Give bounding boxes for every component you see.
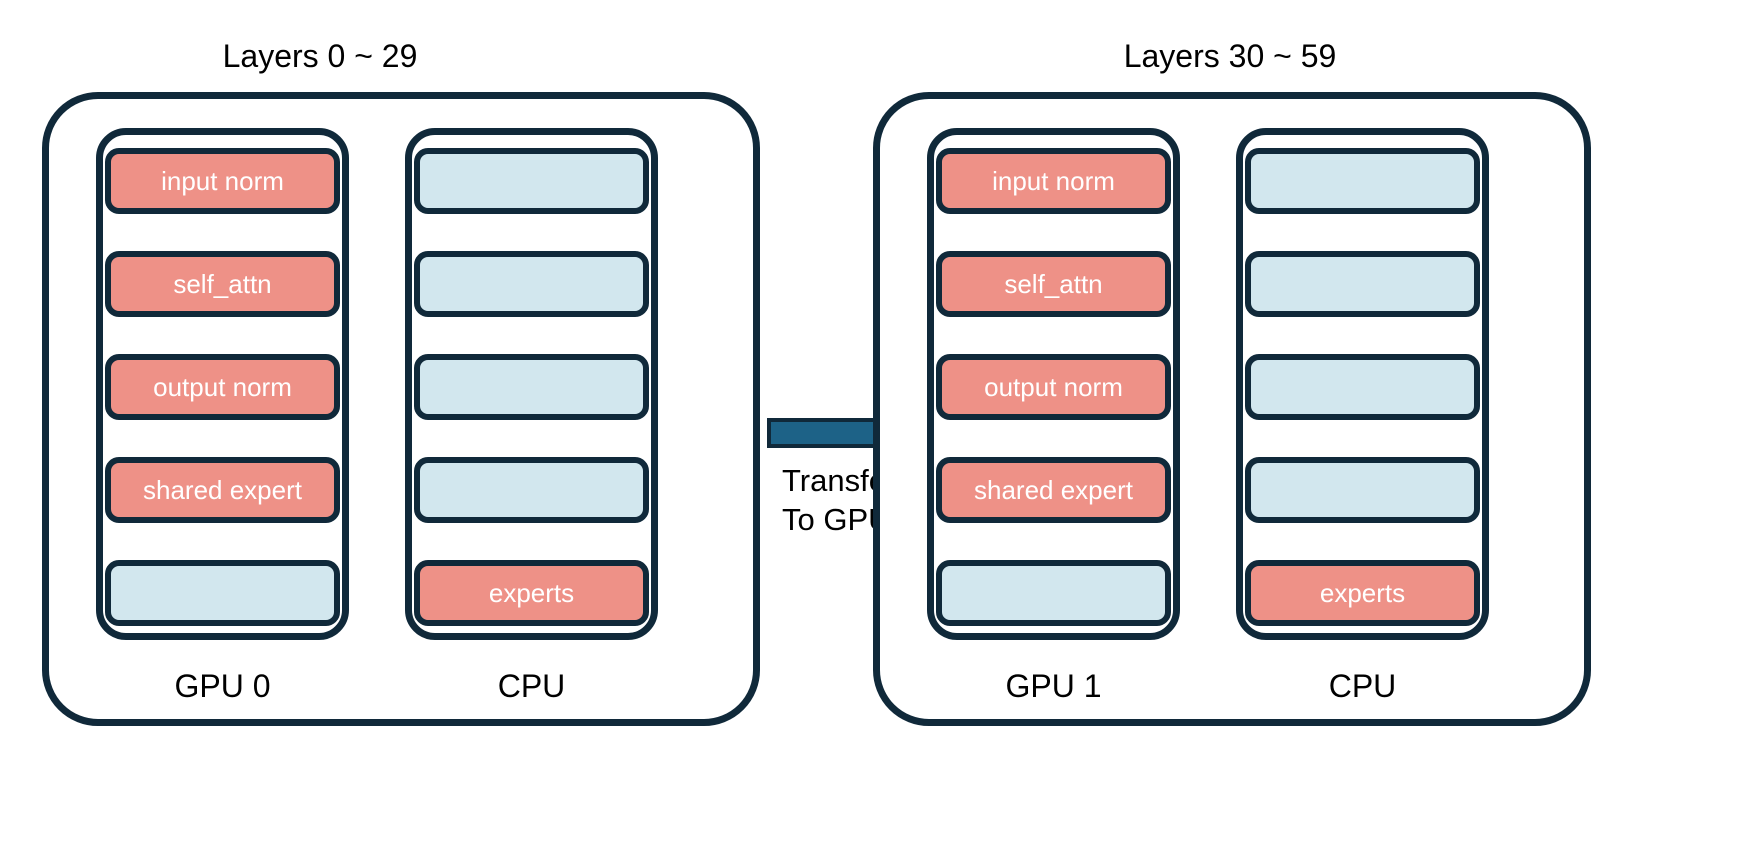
- block-input-norm-gpu1[interactable]: input norm: [936, 148, 1171, 214]
- block-cpu1-slot-1[interactable]: [1245, 148, 1480, 214]
- block-experts-cpu0[interactable]: experts: [414, 560, 649, 626]
- block-shared-expert-gpu0[interactable]: shared expert: [105, 457, 340, 523]
- unit-label-cpu-1: CPU: [1328, 668, 1397, 704]
- block-experts-cpu1[interactable]: experts: [1245, 560, 1480, 626]
- block-cpu0-slot-2[interactable]: [414, 251, 649, 317]
- block-input-norm-gpu0[interactable]: input norm: [105, 148, 340, 214]
- block-cpu0-slot-4[interactable]: [414, 457, 649, 523]
- panel-title-left: Layers 0 ~ 29: [222, 38, 418, 74]
- block-cpu1-slot-4[interactable]: [1245, 457, 1480, 523]
- block-self-attn-gpu0[interactable]: self_attn: [105, 251, 340, 317]
- block-self-attn-gpu1[interactable]: self_attn: [936, 251, 1171, 317]
- panel-title-right: Layers 30 ~ 59: [1123, 38, 1337, 74]
- block-cpu1-slot-3[interactable]: [1245, 354, 1480, 420]
- block-cpu1-slot-2[interactable]: [1245, 251, 1480, 317]
- block-empty-gpu1[interactable]: [936, 560, 1171, 626]
- unit-label-gpu-1: GPU 1: [1005, 668, 1102, 704]
- unit-label-cpu-0: CPU: [497, 668, 566, 704]
- unit-label-gpu-0: GPU 0: [174, 668, 271, 704]
- block-shared-expert-gpu1[interactable]: shared expert: [936, 457, 1171, 523]
- block-output-norm-gpu1[interactable]: output norm: [936, 354, 1171, 420]
- block-cpu0-slot-1[interactable]: [414, 148, 649, 214]
- block-empty-gpu0[interactable]: [105, 560, 340, 626]
- block-output-norm-gpu0[interactable]: output norm: [105, 354, 340, 420]
- block-cpu0-slot-3[interactable]: [414, 354, 649, 420]
